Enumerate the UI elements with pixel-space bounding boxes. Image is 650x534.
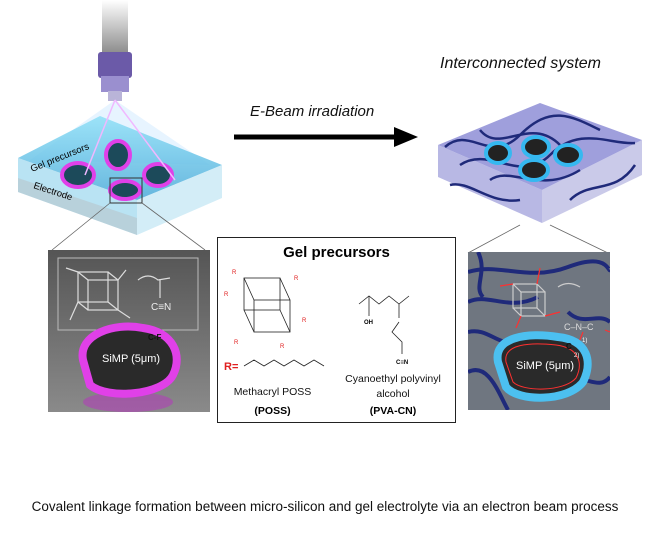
pva-name-line1: Cyanoethyl polyvinyl <box>345 373 441 385</box>
simp-label: SiMP (5μm) <box>516 360 574 372</box>
nitrile-label: C≡N <box>151 302 171 313</box>
right-scene-title: Interconnected system <box>440 55 601 72</box>
r-label: R= <box>224 361 238 373</box>
poss-name: Methacryl POSS <box>233 386 312 398</box>
gel-box-title: Gel precursors <box>283 244 390 261</box>
left-zoom-panel: C≡N SiMP (5μm) C-F <box>48 250 210 412</box>
pva-cn-structure-icon <box>358 295 410 354</box>
simp-particle <box>78 322 181 398</box>
methacryl-chain-icon <box>243 359 325 367</box>
polymer-network <box>444 114 637 202</box>
pva-name-line2: alcohol <box>376 388 410 400</box>
svg-text:R: R <box>232 270 237 276</box>
svg-text:R: R <box>280 344 285 350</box>
simp-label: SiMP (5μm) <box>102 353 160 365</box>
svg-text:R: R <box>224 292 229 298</box>
step2-label: 2) <box>574 353 579 359</box>
electron-beam-column-icon <box>98 0 132 101</box>
gel-precursors-box: Gel precursors R R R R R R OH C≡N R= Methacry… <box>217 237 456 423</box>
chain-label: C–N–C <box>564 322 594 332</box>
step1-label: 1) <box>582 338 587 344</box>
r-group: R= <box>224 359 325 373</box>
pva-abbr: (PVA-CN) <box>369 405 417 417</box>
poss-cage-icon <box>512 283 546 317</box>
c-label: C <box>566 342 572 351</box>
poss-abbr: (POSS) <box>254 405 291 417</box>
arrow-label: E-Beam irradiation <box>250 103 375 120</box>
poss-structure-icon: R R R R R R <box>224 270 307 350</box>
right-zoom-panel: C–N–C SiMP (5μm) C 1) 2) <box>468 252 610 410</box>
ebeam-scene-left: Gel precursors Electrode <box>18 0 222 250</box>
gel-slab <box>18 116 222 235</box>
structures: R R R R R R OH C≡N <box>224 270 410 366</box>
zoom-region-box <box>109 177 143 204</box>
poss-cage-icon <box>65 267 131 321</box>
interconnected-scene-right <box>438 103 642 254</box>
cn-label: C≡N <box>396 360 408 366</box>
process-arrow-icon <box>234 127 418 147</box>
simp-particles <box>60 139 174 201</box>
figure-caption: Covalent linkage formation between micro… <box>31 499 619 514</box>
cf-bond-label: C-F <box>148 333 161 342</box>
svg-text:R: R <box>294 276 299 282</box>
simp-particle <box>493 331 592 402</box>
oh-label: OH <box>364 320 373 326</box>
simp-particles-coated <box>484 135 583 182</box>
svg-text:R: R <box>302 318 307 324</box>
svg-text:R: R <box>234 340 239 346</box>
